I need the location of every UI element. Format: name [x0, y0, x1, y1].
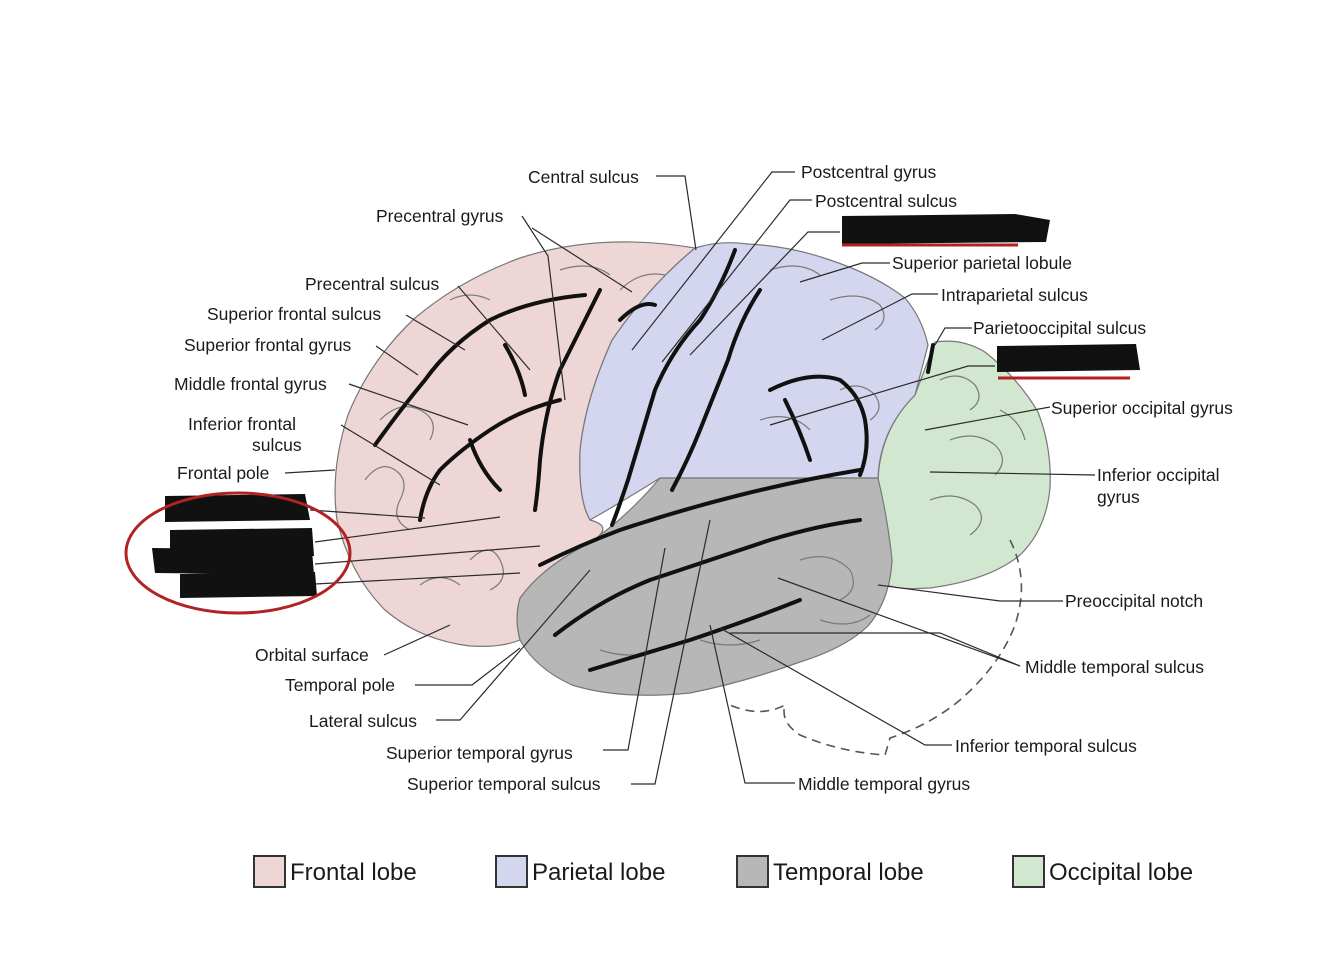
label-central-sulcus: Central sulcus [528, 167, 639, 187]
label-temporal-pole: Temporal pole [285, 675, 395, 695]
inferior-frontal-sulcus-line [418, 398, 562, 522]
middle-temporal-sulcus-line [588, 598, 802, 672]
legend-swatch-frontal [253, 855, 286, 888]
label-precentral-gyrus: Precentral gyrus [376, 206, 504, 226]
label-inferior-temporal-sulcus: Inferior temporal sulcus [955, 736, 1137, 756]
postcentral-sulcus-line [670, 288, 762, 492]
redaction-bar-frontal-1 [165, 494, 310, 522]
label-middle-temporal-gyrus: Middle temporal gyrus [798, 774, 970, 794]
gyral-detail-lines [364, 265, 1026, 656]
parietooccipital-sulcus-line [926, 343, 935, 374]
label-frontal-pole: Frontal pole [177, 463, 269, 483]
label-superior-frontal-gyrus: Superior frontal gyrus [184, 335, 352, 355]
label-postcentral-gyrus: Postcentral gyrus [801, 162, 936, 182]
redaction-bar-frontal-4 [180, 572, 317, 598]
lateral-sulcus-line [538, 468, 862, 567]
legend-swatch-parietal [495, 855, 528, 888]
legend-swatch-temporal [736, 855, 769, 888]
label-superior-frontal-sulcus: Superior frontal sulcus [207, 304, 381, 324]
label-intraparietal-sulcus: Intraparietal sulcus [941, 285, 1088, 305]
label-superior-temporal-gyrus: Superior temporal gyrus [386, 743, 573, 763]
red-circle-annotation [124, 491, 352, 615]
label-inferior-frontal-sulcus-line1: Inferior frontal [188, 414, 296, 434]
label-parietooccipital-sulcus: Parietooccipital sulcus [973, 318, 1146, 338]
redaction-marks [124, 214, 1140, 615]
intraparietal-sulcus-line [768, 374, 869, 477]
label-superior-occipital-gyrus: Superior occipital gyrus [1051, 398, 1233, 418]
cerebellum-dashed-outline [729, 539, 1023, 756]
legend-swatch-occipital [1012, 855, 1045, 888]
legend-label-occipital: Occipital lobe [1049, 859, 1193, 886]
label-precentral-sulcus: Precentral sulcus [305, 274, 439, 294]
label-preoccipital-notch: Preoccipital notch [1065, 591, 1203, 611]
label-inferior-occipital-gyrus-line2: gyrus [1097, 487, 1140, 507]
label-inferior-occipital-gyrus-line1: Inferior occipital [1097, 465, 1220, 485]
label-middle-temporal-sulcus: Middle temporal sulcus [1025, 657, 1204, 677]
label-orbital-surface: Orbital surface [255, 645, 369, 665]
superior-temporal-sulcus-line [553, 518, 862, 637]
central-sulcus-line [610, 248, 737, 527]
anatomy-labels: Central sulcus Precentral gyrus Precentr… [174, 162, 1233, 794]
label-postcentral-sulcus: Postcentral sulcus [815, 191, 957, 211]
label-middle-frontal-gyrus: Middle frontal gyrus [174, 374, 327, 394]
label-superior-temporal-sulcus: Superior temporal sulcus [407, 774, 601, 794]
redaction-bar-occipital [997, 344, 1140, 372]
legend-label-temporal: Temporal lobe [773, 859, 924, 886]
redaction-bar-frontal-3 [152, 548, 314, 575]
legend-label-frontal: Frontal lobe [290, 859, 417, 886]
redaction-bar-parietal [842, 214, 1050, 244]
major-sulci [373, 248, 935, 672]
label-superior-parietal-lobule: Superior parietal lobule [892, 253, 1072, 273]
label-lateral-sulcus: Lateral sulcus [309, 711, 417, 731]
legend: Frontal lobe Parietal lobe Temporal lobe… [253, 855, 1193, 888]
leader-lines [284, 171, 1096, 785]
label-inferior-frontal-sulcus-line2: sulcus [252, 435, 302, 455]
legend-label-parietal: Parietal lobe [532, 859, 665, 886]
superior-frontal-sulcus-line [373, 293, 587, 447]
frontal-lobe [334, 241, 697, 647]
